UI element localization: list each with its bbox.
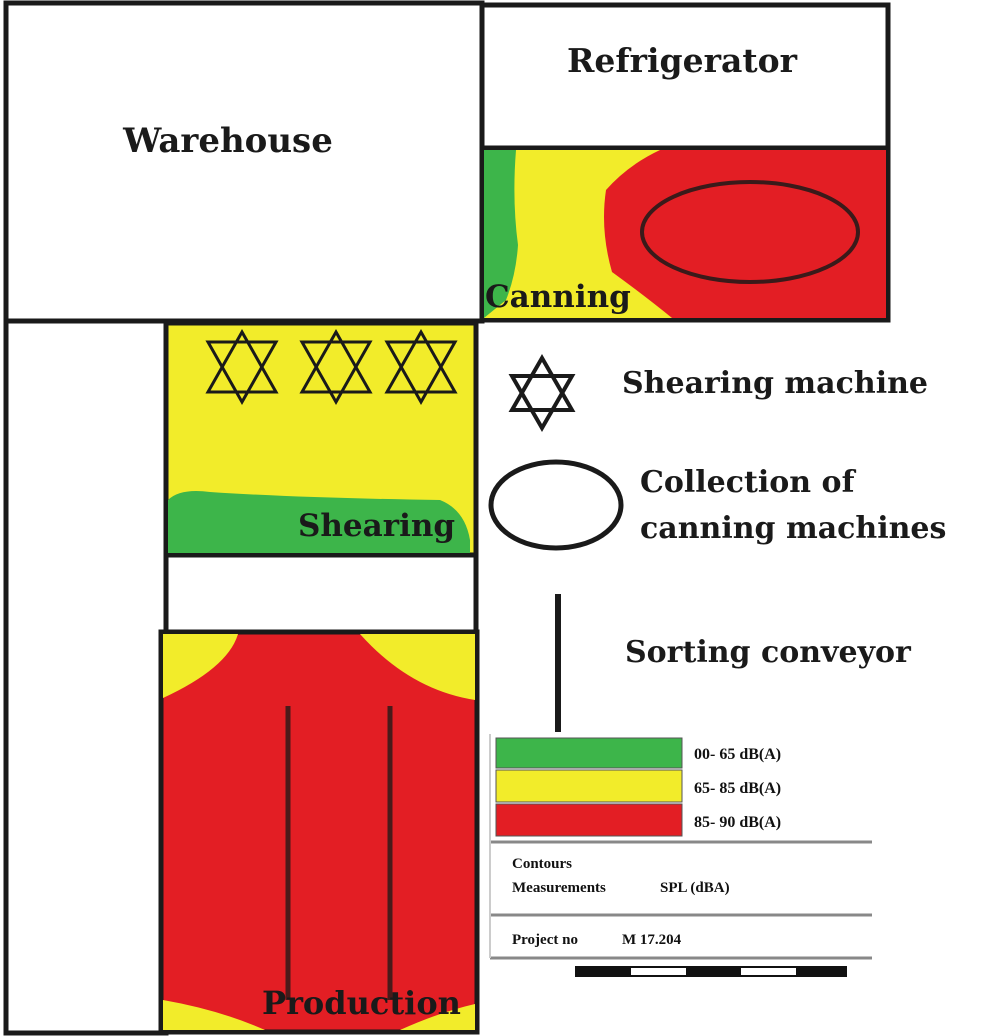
legend-swatch-green <box>495 737 683 769</box>
canning-green-zone <box>484 150 518 318</box>
measurements-label: Measurements <box>512 880 606 896</box>
production-yellow-bottom-left <box>163 1000 265 1030</box>
shearing-machine-icon-3 <box>384 328 458 406</box>
sorting-conveyor-legend-label: Sorting conveyor <box>625 635 912 670</box>
legend-label-yellow: 65- 85 dB(A) <box>694 780 781 797</box>
shearing-machine-legend-label: Shearing machine <box>622 366 928 401</box>
refrigerator-room <box>479 2 891 151</box>
production-yellow-bottom-right <box>400 1004 475 1030</box>
warehouse-room <box>3 0 485 324</box>
canning-zone: Canning <box>479 145 891 323</box>
legend-swatch-red <box>495 803 683 837</box>
production-yellow-top-left <box>163 634 238 698</box>
collection-legend-label-line1: Collection of <box>640 465 857 500</box>
production-yellow-top-right <box>360 634 475 700</box>
project-label: Project no <box>512 932 578 948</box>
legend-label-green: 00- 65 dB(A) <box>694 746 781 763</box>
shearing-machine-legend-icon <box>508 353 576 433</box>
shearing-green-zone <box>168 491 470 553</box>
left-corridor <box>3 318 169 1036</box>
warehouse-label: Warehouse <box>122 121 333 161</box>
production-label: Production <box>262 984 461 1022</box>
refrigerator-label: Refrigerator <box>567 41 798 80</box>
symbol-legend: Shearing machine Collection of canning m… <box>488 353 946 732</box>
production-zone-border <box>158 629 480 1035</box>
spl-label: SPL (dBA) <box>660 880 730 896</box>
scale-bar <box>575 966 847 977</box>
collection-legend-icon <box>488 459 624 551</box>
info-block: Contours Measurements SPL (dBA) Project … <box>489 734 872 960</box>
shearing-label: Shearing <box>298 508 455 544</box>
shearing-zone: Shearing <box>163 320 479 558</box>
production-zone: Production <box>158 629 480 1035</box>
canning-red-zone <box>604 150 886 318</box>
canning-machines-collection <box>640 180 860 284</box>
color-legend: 00- 65 dB(A) 65- 85 dB(A) 85- 90 dB(A) <box>495 737 781 837</box>
legend-swatch-yellow <box>495 769 683 803</box>
canning-label: Canning <box>485 279 631 315</box>
project-number: M 17.204 <box>622 932 682 948</box>
contours-label: Contours <box>512 856 572 872</box>
collection-legend-label-line2: canning machines <box>640 511 946 546</box>
shearing-machine-icon-1 <box>205 328 279 406</box>
shearing-machine-icon-2 <box>299 328 373 406</box>
legend-label-red: 85- 90 dB(A) <box>694 814 781 831</box>
